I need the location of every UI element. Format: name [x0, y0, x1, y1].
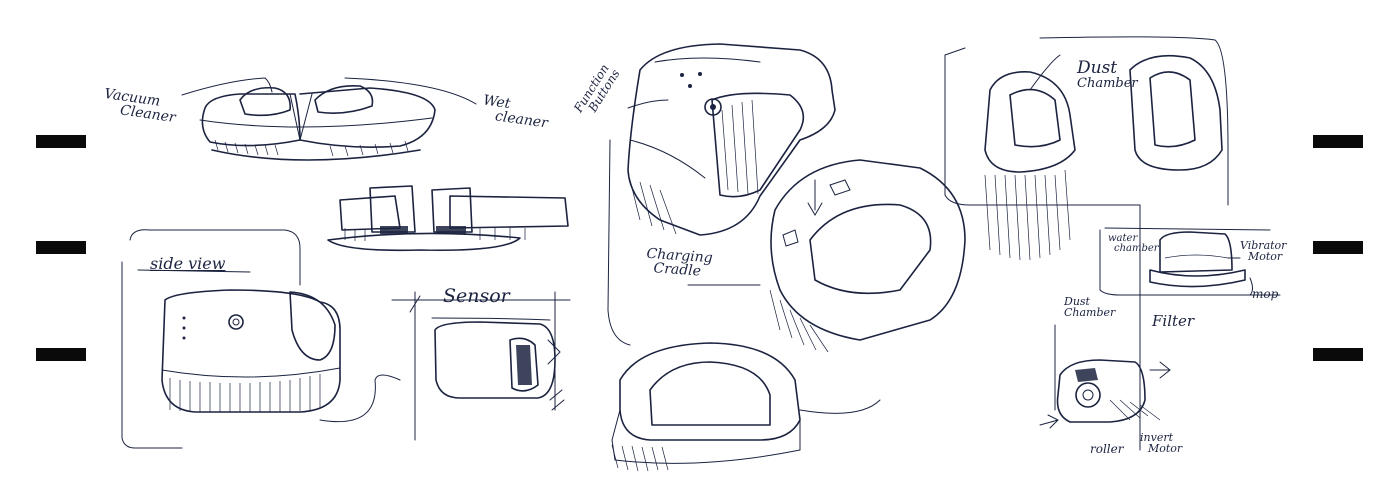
label-charging-cradle: Charging Cradle [646, 245, 714, 280]
split-cleaner-sketch [181, 77, 477, 161]
registration-mark-right-bottom [1313, 348, 1363, 361]
registration-mark-right-middle [1313, 241, 1363, 254]
side-profile-sketch [327, 185, 569, 252]
registration-mark-left-top [36, 135, 86, 148]
registration-mark-left-middle [36, 241, 86, 254]
mop-module-sketch [1099, 227, 1281, 296]
label-dust-chamber-small: Dust Chamber [1064, 295, 1116, 319]
internal-section-sketch [1039, 324, 1171, 429]
label-mop: mop [1252, 287, 1279, 301]
label-sensor: Sensor [443, 285, 510, 307]
registration-mark-right-top [1313, 135, 1363, 148]
label-roller: roller [1090, 442, 1124, 456]
label-invert-motor: invert Motor [1140, 431, 1183, 455]
side-view-sketch [121, 229, 401, 449]
label-side-view: side view [150, 254, 226, 273]
label-dust-chamber-top: Dust Chamber [1077, 58, 1138, 91]
label-filter: Filter [1152, 312, 1195, 330]
label-water-chamber: water chamber [1108, 233, 1159, 254]
main-device-sketch [627, 43, 836, 236]
dust-chamber-sketch [944, 36, 1229, 451]
charging-cradle-sketch [769, 159, 966, 353]
bottom-device-sketch [607, 139, 881, 472]
sensor-sketch [391, 291, 571, 441]
label-vibrator-motor: Vibrator Motor [1240, 239, 1287, 263]
registration-mark-left-bottom [36, 348, 86, 361]
